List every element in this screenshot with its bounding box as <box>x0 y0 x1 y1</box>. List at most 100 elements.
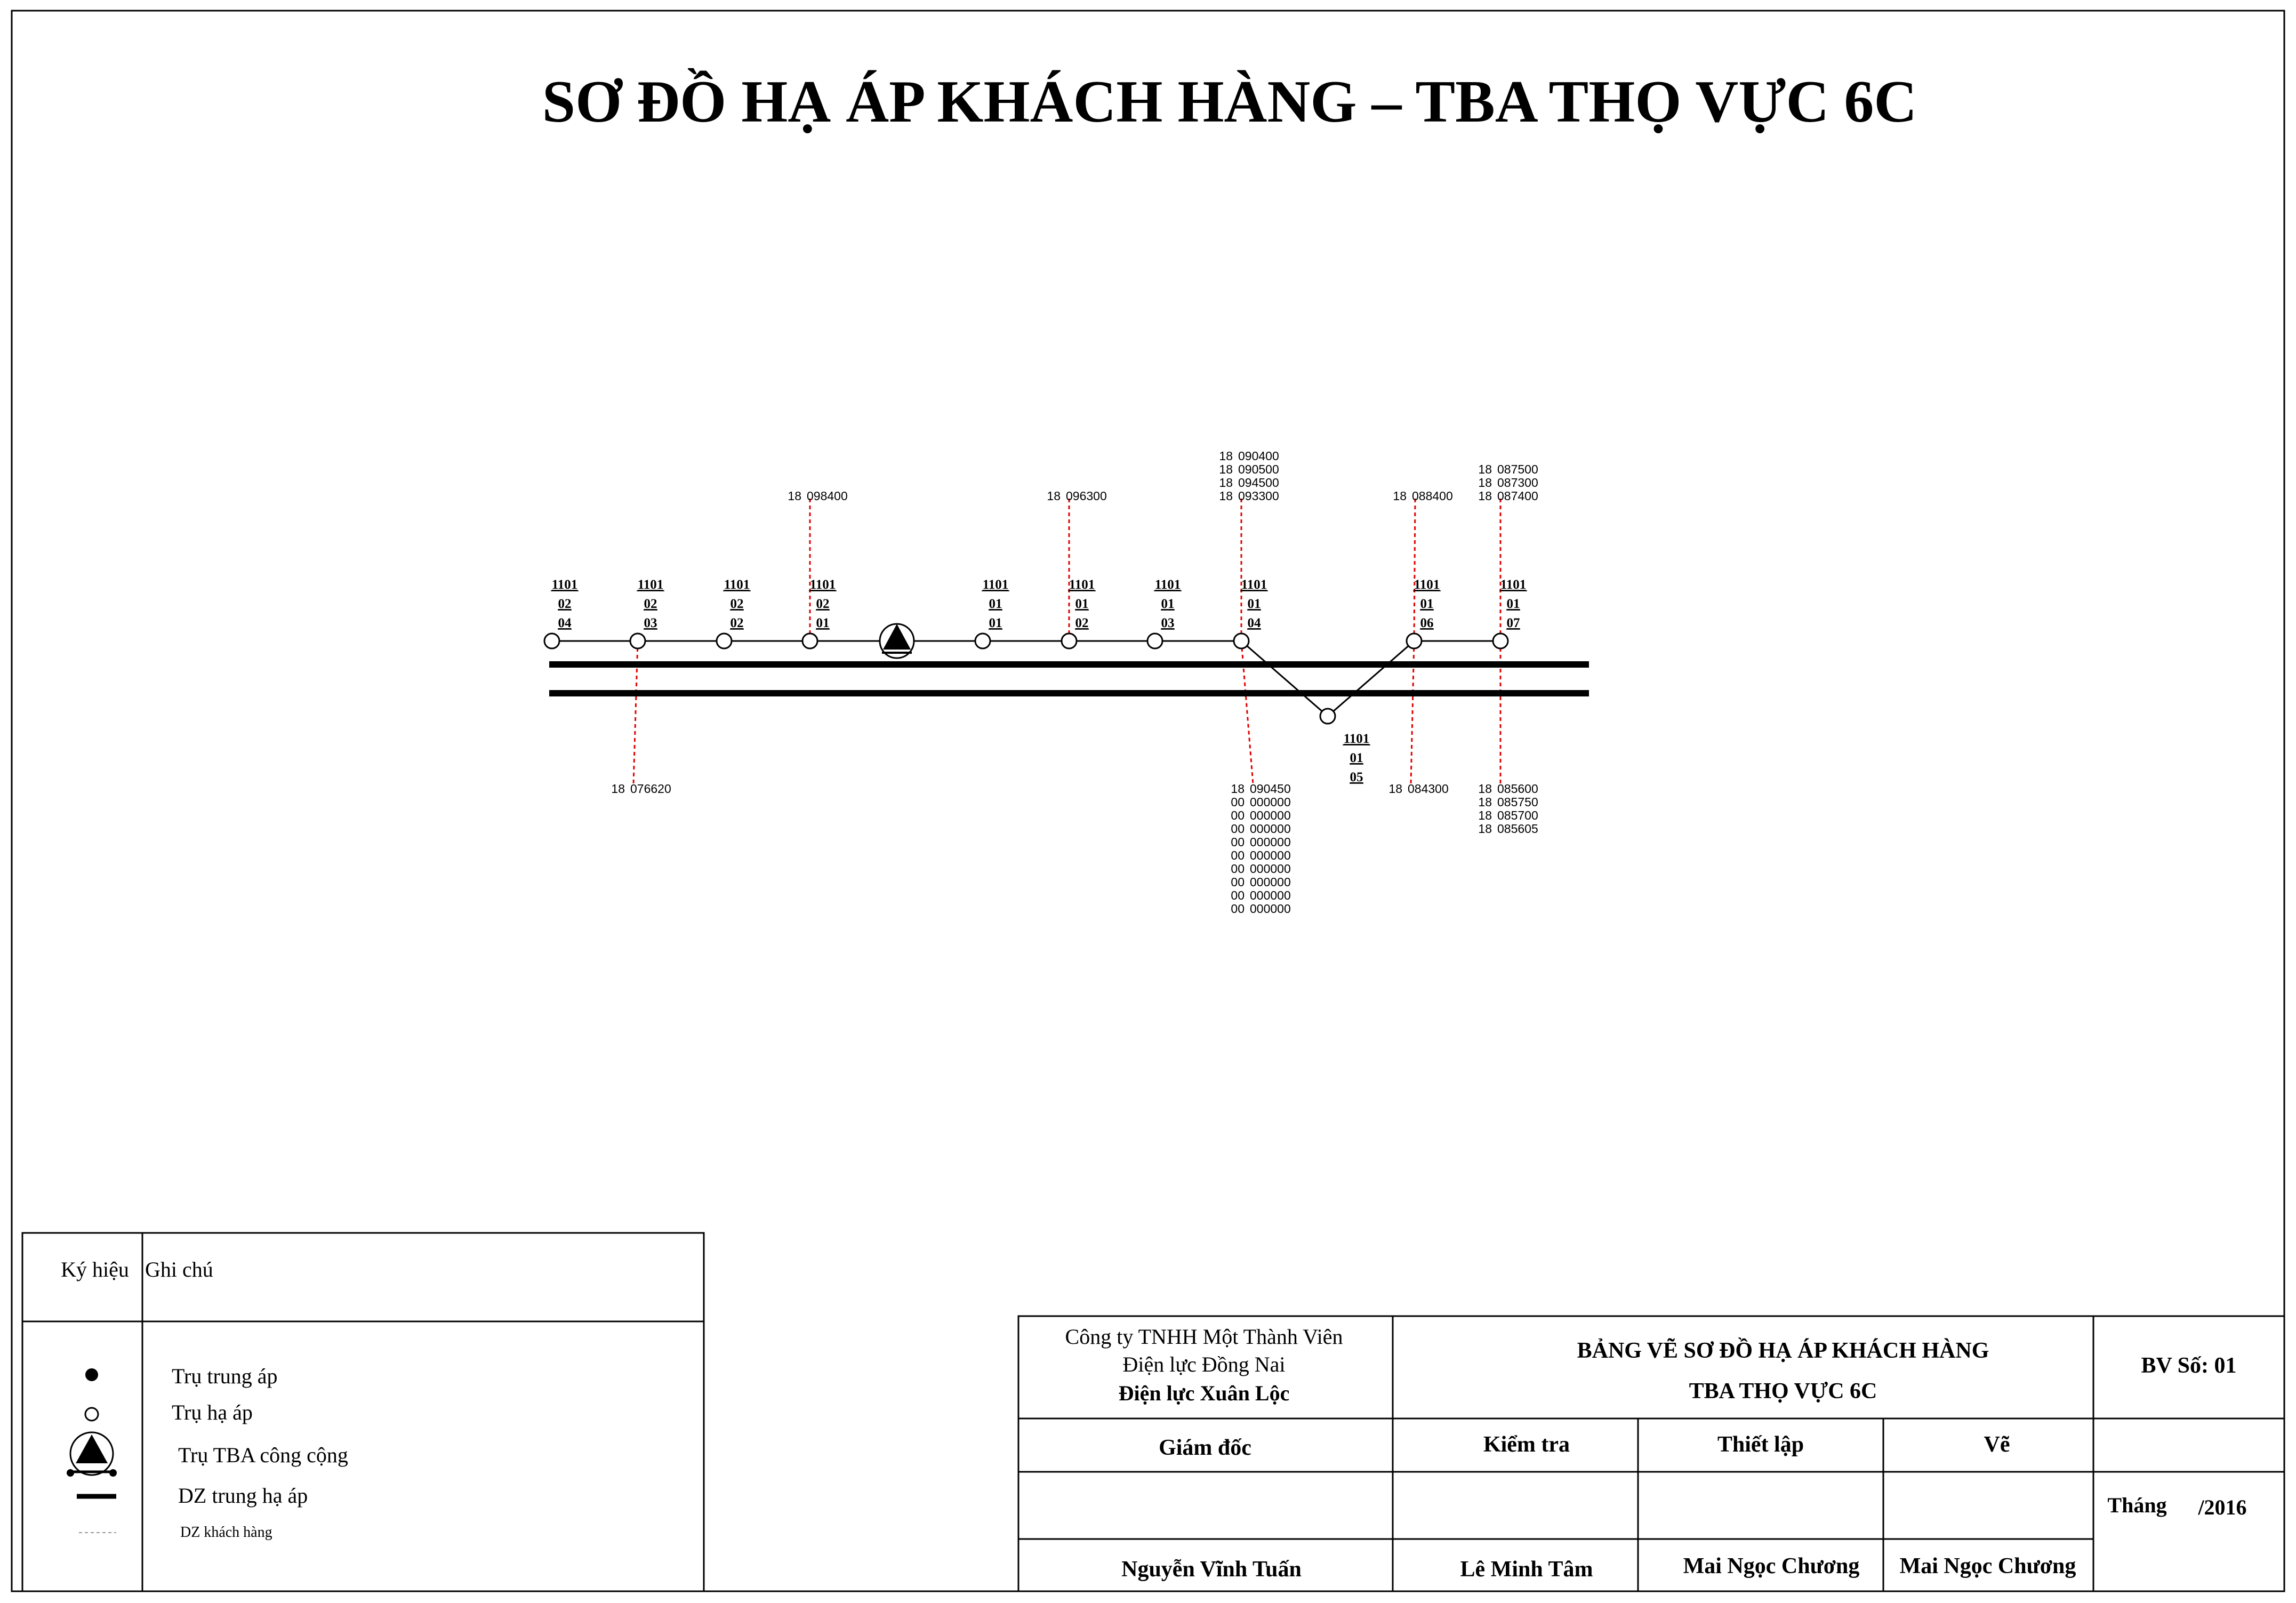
customer-code[interactable]: 090500 <box>1238 462 1279 476</box>
customer-code[interactable]: 087500 <box>1497 462 1538 476</box>
pole-code: 02 <box>816 597 830 611</box>
mv-lines <box>549 661 1589 696</box>
drawing-title: BẢNG VẼ SƠ ĐỒ HẠ ÁP KHÁCH HÀNG <box>1577 1337 1989 1363</box>
customer-code-prefix: 18 <box>1478 808 1492 822</box>
role-drafter: Vẽ <box>1984 1432 2010 1457</box>
low-voltage-diagram: 1101020411010203110102021101020111010101… <box>543 449 1589 916</box>
pole-labels: 1101020411010203110102021101020111010101… <box>551 578 1527 784</box>
public-substation-legend-icon <box>67 1431 117 1477</box>
customer-code-prefix: 18 <box>1219 489 1233 503</box>
customer-code-prefix: 00 <box>1231 795 1245 809</box>
customer-code[interactable]: 000000 <box>1250 808 1291 822</box>
public-substation-icon[interactable] <box>879 623 915 659</box>
customer-code-prefix: 18 <box>611 782 625 796</box>
customer-code[interactable]: 084300 <box>1408 782 1449 796</box>
pole-code: 02 <box>558 597 572 611</box>
customer-code[interactable]: 000000 <box>1250 835 1291 849</box>
customer-code-prefix: 18 <box>1478 462 1492 476</box>
pole-code: 01 <box>1161 597 1175 611</box>
legend-label-customer-line: DZ khách hàng <box>180 1524 272 1541</box>
customer-code[interactable]: 076620 <box>630 782 671 796</box>
customer-code-prefix: 18 <box>1478 795 1492 809</box>
customer-code-prefix: 00 <box>1231 902 1245 916</box>
pole-code: 02 <box>730 616 744 630</box>
lv-pole-p-02-01[interactable] <box>801 632 818 650</box>
customer-code[interactable]: 090400 <box>1238 449 1279 463</box>
legend-col-note: Ghi chú <box>145 1257 213 1281</box>
customer-code-prefix: 18 <box>1219 462 1233 476</box>
lv-pole-p-02-03[interactable] <box>629 632 646 650</box>
pole-code: 05 <box>1350 770 1363 784</box>
lv-pole-p-01-02[interactable] <box>1061 632 1078 650</box>
customer-code[interactable]: 085750 <box>1497 795 1538 809</box>
lv-pole-p-02-02[interactable] <box>716 632 733 650</box>
lv-pole-p-01-05[interactable] <box>1319 708 1336 725</box>
customer-code[interactable]: 000000 <box>1250 888 1291 902</box>
legend-label-lv-pole: Trụ hạ áp <box>172 1400 253 1424</box>
lv-pole-p-01-07[interactable] <box>1492 632 1509 650</box>
customer-code[interactable]: 094500 <box>1238 476 1279 490</box>
customer-code[interactable]: 085605 <box>1497 822 1538 836</box>
customer-code-prefix: 00 <box>1231 888 1245 902</box>
legend-label-mv-lv-line: DZ trung hạ áp <box>178 1484 308 1508</box>
role-designer: Thiết lập <box>1717 1432 1804 1457</box>
customer-code[interactable]: 093300 <box>1238 489 1279 503</box>
lv-lines <box>552 640 1500 717</box>
customer-code[interactable]: 087400 <box>1497 489 1538 503</box>
customer-code-prefix: 18 <box>1219 449 1233 463</box>
customer-code[interactable]: 000000 <box>1250 875 1291 889</box>
pole-code: 1101 <box>1241 578 1267 592</box>
pole-code: 01 <box>1420 597 1434 611</box>
customer-code[interactable]: 088400 <box>1412 489 1453 503</box>
year-value: /2016 <box>2197 1495 2246 1519</box>
customer-code[interactable]: 000000 <box>1250 862 1291 876</box>
customer-code[interactable]: 087300 <box>1497 476 1538 490</box>
pole-code: 1101 <box>1155 578 1181 592</box>
customer-code[interactable]: 090450 <box>1250 782 1291 796</box>
lv-line-segment <box>1327 640 1415 717</box>
customer-code[interactable]: 000000 <box>1250 902 1291 916</box>
customer-code[interactable]: 000000 <box>1250 822 1291 836</box>
lv-pole-icon <box>84 1407 99 1422</box>
pole-code: 1101 <box>1414 578 1440 592</box>
pole-code: 1101 <box>1500 578 1527 592</box>
pole-code: 1101 <box>724 578 750 592</box>
lv-pole-p-01-06[interactable] <box>1406 632 1423 650</box>
customer-code[interactable]: 096300 <box>1066 489 1107 503</box>
pole-code: 01 <box>1350 751 1363 765</box>
customer-code[interactable]: 000000 <box>1250 848 1291 862</box>
customer-code[interactable]: 000000 <box>1250 795 1291 809</box>
customer-code-prefix: 18 <box>1219 476 1233 490</box>
pole-code: 01 <box>1248 597 1261 611</box>
company-branch: Điện lực Đồng Nai <box>1123 1352 1286 1376</box>
customer-code[interactable]: 085700 <box>1497 808 1538 822</box>
customer-code-prefix: 18 <box>1478 822 1492 836</box>
pole-code: 04 <box>558 616 572 630</box>
lv-line-segment <box>1241 640 1328 717</box>
pole-code: 01 <box>989 597 1002 611</box>
month-label: Tháng <box>2107 1493 2166 1517</box>
customer-code-prefix: 18 <box>1388 782 1402 796</box>
title-block: Công ty TNHH Một Thành Viên Điện lực Đồn… <box>1017 1315 2285 1592</box>
customer-code-prefix: 18 <box>1393 489 1407 503</box>
pole-code: 02 <box>1075 616 1089 630</box>
customer-code-prefix: 00 <box>1231 848 1245 862</box>
pole-code: 01 <box>1507 597 1520 611</box>
name-director: Nguyễn Vĩnh Tuấn <box>1121 1557 1302 1582</box>
pole-code: 1101 <box>1069 578 1095 592</box>
role-checker: Kiểm tra <box>1483 1432 1570 1457</box>
lv-pole-p-01-01[interactable] <box>974 632 991 650</box>
customer-code-prefix: 18 <box>1478 489 1492 503</box>
pole-code: 1101 <box>810 578 836 592</box>
customer-code-prefix: 18 <box>1047 489 1061 503</box>
pole-code: 02 <box>730 597 744 611</box>
pole-code: 1101 <box>638 578 664 592</box>
name-checker: Lê Minh Tâm <box>1460 1557 1593 1582</box>
customer-code-prefix: 00 <box>1231 862 1245 876</box>
lv-pole-p-01-04[interactable] <box>1233 632 1250 650</box>
lv-pole-p-02-04[interactable] <box>543 632 560 650</box>
customer-code[interactable]: 085600 <box>1497 782 1538 796</box>
customer-code[interactable]: 098400 <box>807 489 848 503</box>
lv-pole-p-01-03[interactable] <box>1146 632 1163 650</box>
